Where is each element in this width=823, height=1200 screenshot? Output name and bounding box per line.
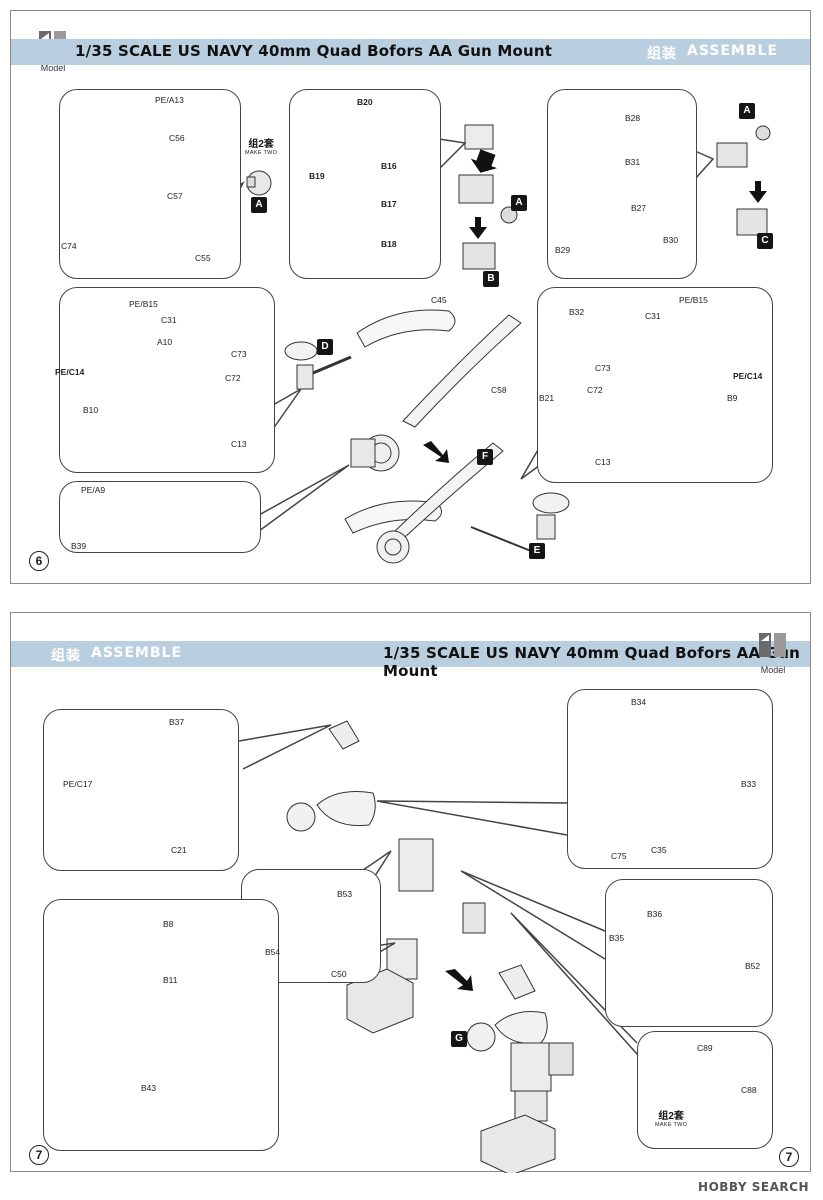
page-number: 7	[29, 1145, 49, 1165]
part-label: C56	[169, 133, 185, 143]
step-badge-f: F	[477, 449, 493, 465]
part-label: B35	[609, 933, 625, 943]
part-label: B20	[357, 97, 373, 107]
part-label: B36	[647, 909, 663, 919]
part-label: PE/A9	[81, 485, 106, 495]
make-two-note: 组2套 MAKE TWO	[655, 1111, 688, 1128]
part-label: C58	[491, 385, 507, 395]
detail-bubble-6	[537, 287, 773, 483]
part-label: B8	[163, 919, 174, 929]
part-label: PE/B15	[679, 295, 708, 305]
step-badge-g: G	[451, 1031, 467, 1047]
part-label: B28	[625, 113, 641, 123]
step-badge-a: A	[739, 103, 755, 119]
part-label: B37	[169, 717, 185, 727]
part-label: C45	[431, 295, 447, 305]
part-label: C13	[231, 439, 247, 449]
detail-bubble-2	[289, 89, 441, 279]
part-label: PE/B15	[129, 299, 158, 309]
detail-bubble-3	[547, 89, 697, 279]
part-label: C57	[167, 191, 183, 201]
part-label: PE/C14	[733, 371, 763, 381]
part-label: B17	[381, 199, 397, 209]
step-badge-e: E	[529, 543, 545, 559]
detail-bubble-b37	[43, 709, 239, 871]
assemble-en: ASSEMBLE	[91, 645, 183, 661]
part-label: C73	[595, 363, 611, 373]
part-label: B33	[741, 779, 757, 789]
part-label: B29	[555, 245, 571, 255]
part-label: B53	[337, 889, 353, 899]
part-label: C72	[587, 385, 603, 395]
title-banner: 组装 ASSEMBLE 1/35 SCALE US NAVY 40mm Quad…	[11, 641, 810, 680]
part-label: B52	[745, 961, 761, 971]
step-badge-b: B	[483, 271, 499, 287]
make-two-note: 组2套 MAKE TWO	[245, 139, 278, 156]
part-label: C72	[225, 373, 241, 383]
brand-logo-icon	[759, 633, 786, 657]
part-label: C50	[331, 969, 347, 979]
part-label: B31	[625, 157, 641, 167]
part-label: B10	[83, 405, 99, 415]
part-label: B32	[569, 307, 585, 317]
detail-bubble-1	[59, 89, 241, 279]
part-label: C75	[611, 851, 627, 861]
part-label: B11	[163, 975, 178, 985]
page-title: 1/35 SCALE US NAVY 40mm Quad Bofors AA G…	[383, 644, 800, 680]
part-label: C31	[645, 311, 661, 321]
detail-bubble-4	[59, 287, 275, 473]
step-badge-a: A	[251, 197, 267, 213]
part-label: B19	[309, 171, 325, 181]
part-label: C13	[595, 457, 611, 467]
part-label: B43	[141, 1083, 157, 1093]
part-label: B27	[631, 203, 647, 213]
part-label: C88	[741, 1085, 757, 1095]
assemble-cn: 组装	[647, 46, 677, 62]
brand-logo-text: Model	[760, 665, 786, 675]
part-label: B9	[727, 393, 738, 403]
page-number: 6	[29, 551, 49, 571]
step-badge-d: D	[317, 339, 333, 355]
assemble-en: ASSEMBLE	[687, 43, 779, 59]
instruction-page-7: 组装 ASSEMBLE 1/35 SCALE US NAVY 40mm Quad…	[10, 612, 811, 1173]
assemble-cn: 组装	[51, 648, 81, 664]
page-title: 1/35 SCALE US NAVY 40mm Quad Bofors AA G…	[75, 42, 553, 60]
part-label: B34	[631, 697, 647, 707]
detail-bubble-c89	[637, 1031, 773, 1149]
part-label: C55	[195, 253, 211, 263]
detail-bubble-b36	[605, 879, 773, 1027]
instruction-page-6: Model 1/35 SCALE US NAVY 40mm Quad Bofor…	[10, 10, 811, 584]
detail-bubble-5	[59, 481, 261, 553]
part-label: B54	[265, 947, 281, 957]
part-label: B39	[71, 541, 87, 551]
part-label: B18	[381, 239, 397, 249]
brand-logo-text: Model	[40, 63, 66, 73]
step-badge-c: C	[757, 233, 773, 249]
part-label: PE/C17	[63, 779, 93, 789]
part-label: C73	[231, 349, 247, 359]
part-label: A10	[157, 337, 173, 347]
part-label: B21	[539, 393, 555, 403]
part-label: PE/A13	[155, 95, 184, 105]
part-label: C31	[161, 315, 177, 325]
part-label: B30	[663, 235, 679, 245]
watermark: HOBBY SEARCH	[698, 1180, 809, 1194]
part-label: C21	[171, 845, 187, 855]
step-badge-a: A	[511, 195, 527, 211]
part-label: C35	[651, 845, 667, 855]
part-label: B16	[381, 161, 397, 171]
title-banner: 1/35 SCALE US NAVY 40mm Quad Bofors AA G…	[11, 39, 810, 65]
detail-bubble-gun-barrel	[567, 689, 773, 869]
part-label: PE/C14	[55, 367, 85, 377]
part-label: C74	[61, 241, 77, 251]
part-label: C89	[697, 1043, 713, 1053]
page-number-7: 7	[779, 1147, 799, 1167]
detail-bubble-b8	[43, 899, 279, 1151]
brand-logo: Model	[753, 631, 793, 675]
